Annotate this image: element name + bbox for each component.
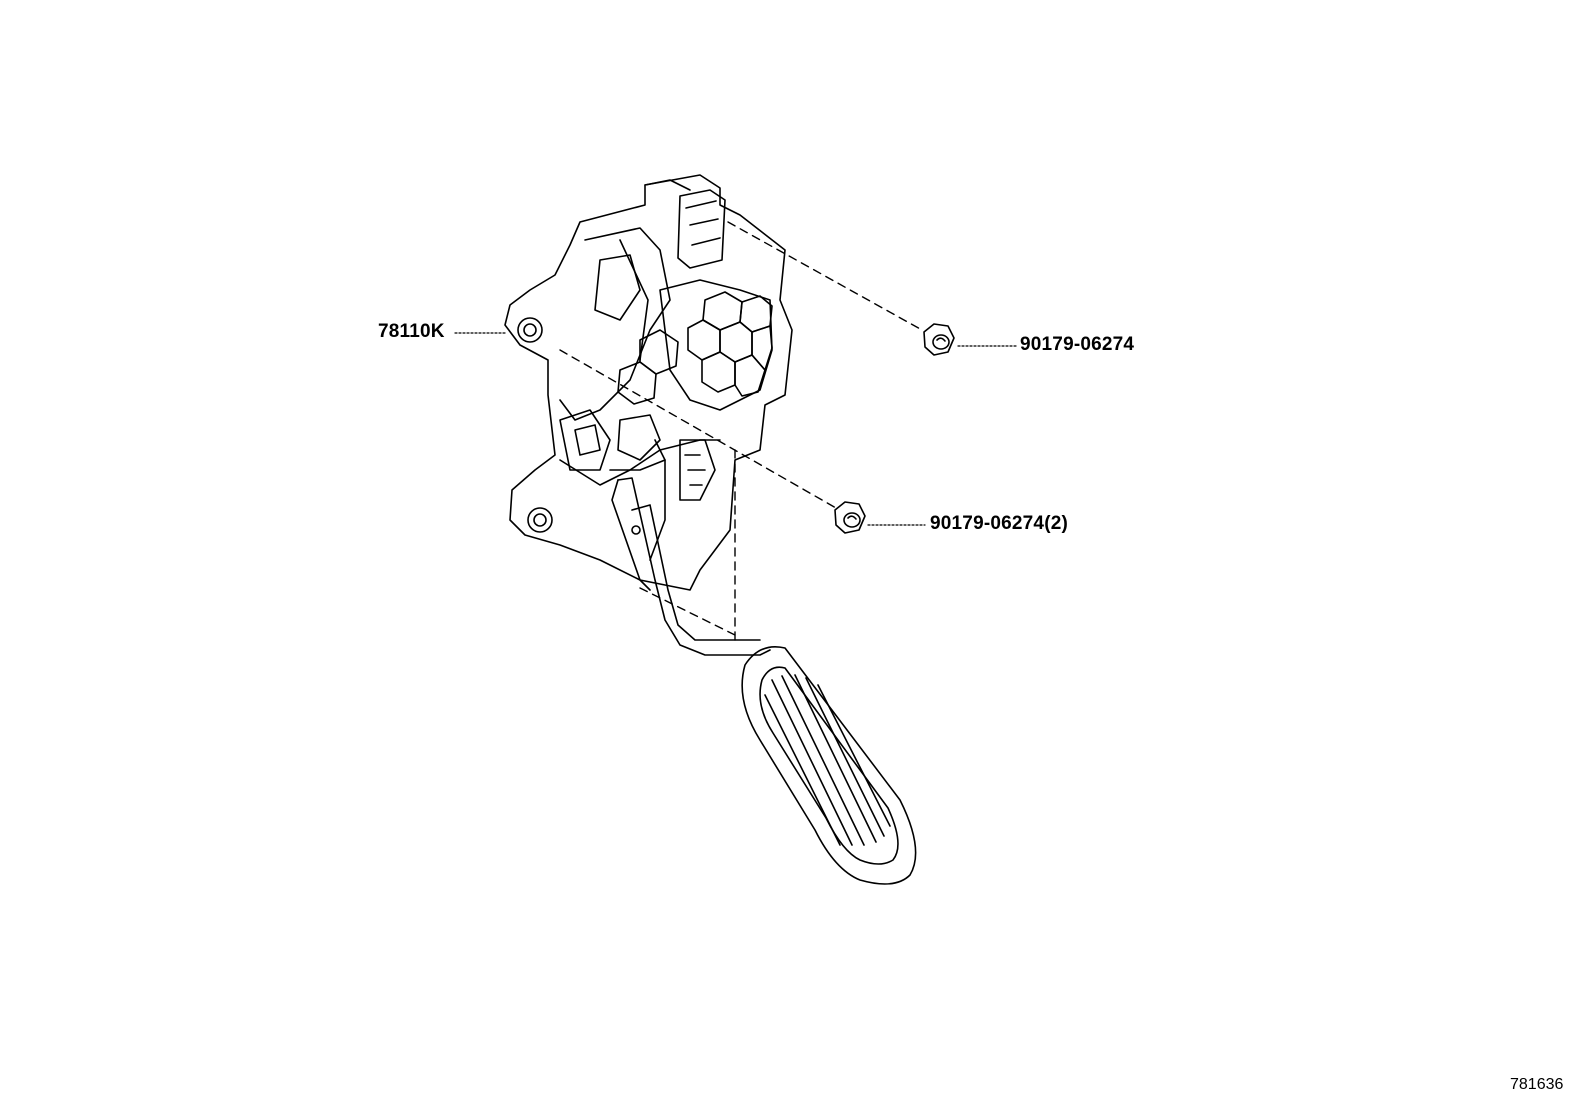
pedal-pad bbox=[741, 646, 917, 885]
nut-lower bbox=[834, 501, 866, 534]
callout-nut-lower[interactable]: 90179-06274(2) bbox=[930, 513, 1069, 534]
assembly-lines bbox=[559, 221, 923, 643]
leader-lines bbox=[454, 332, 1017, 526]
figure-reference-number: 781636 bbox=[1510, 1076, 1564, 1093]
pedal-bracket bbox=[504, 174, 793, 591]
pedal-arm bbox=[611, 477, 771, 656]
callout-nut-upper[interactable]: 90179-06274 bbox=[1020, 334, 1135, 355]
nut-upper bbox=[923, 323, 955, 356]
callout-78110k[interactable]: 78110K bbox=[378, 321, 445, 342]
